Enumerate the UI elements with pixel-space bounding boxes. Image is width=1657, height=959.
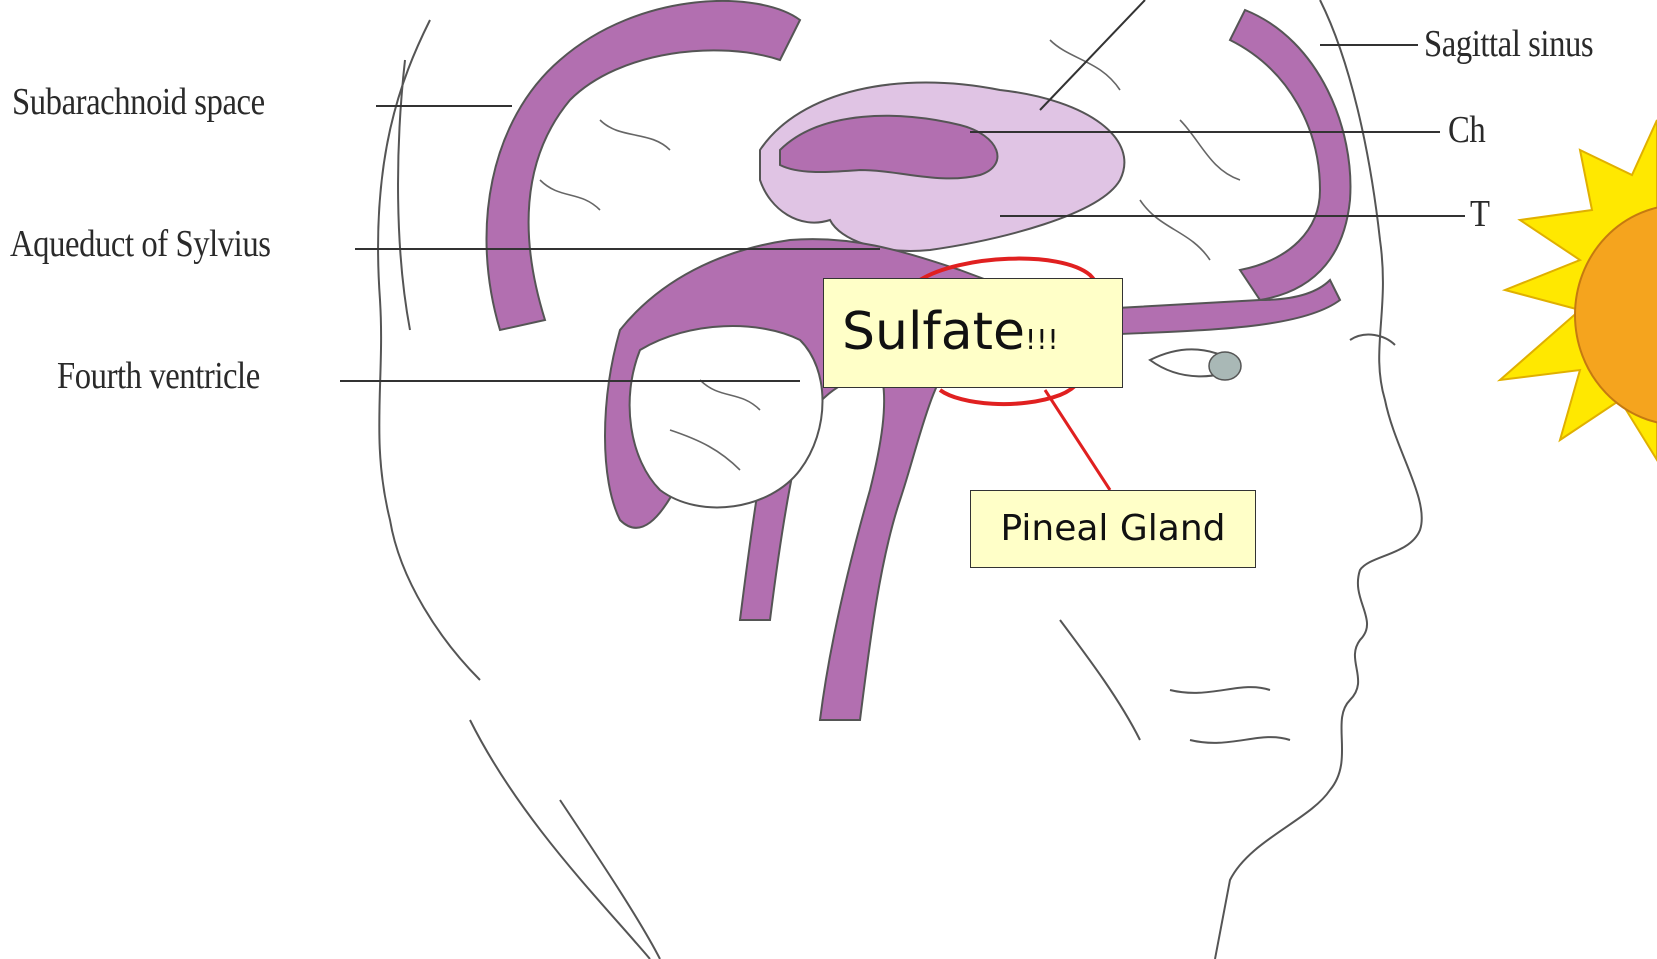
eye-icon [1209, 352, 1241, 380]
label-third-partial: T [1470, 192, 1490, 236]
label-choroid-partial: Ch [1448, 108, 1485, 152]
sulfate-exclamation: !!! [1025, 323, 1059, 356]
cerebellum [630, 326, 823, 507]
sun-icon [1500, 120, 1657, 460]
upper-csf-band [1230, 10, 1350, 300]
label-aqueduct-of-sylvius: Aqueduct of Sylvius [10, 222, 271, 266]
label-sagittal-sinus: Sagittal sinus [1424, 22, 1593, 66]
sulfate-text: Sulfate [842, 302, 1025, 362]
label-subarachnoid-space: Subarachnoid space [12, 80, 265, 124]
pineal-pointer [1045, 390, 1110, 490]
pineal-gland-callout: Pineal Gland [970, 490, 1256, 568]
sulfate-callout: Sulfate!!! [823, 278, 1123, 388]
label-fourth-ventricle: Fourth ventricle [57, 354, 260, 398]
